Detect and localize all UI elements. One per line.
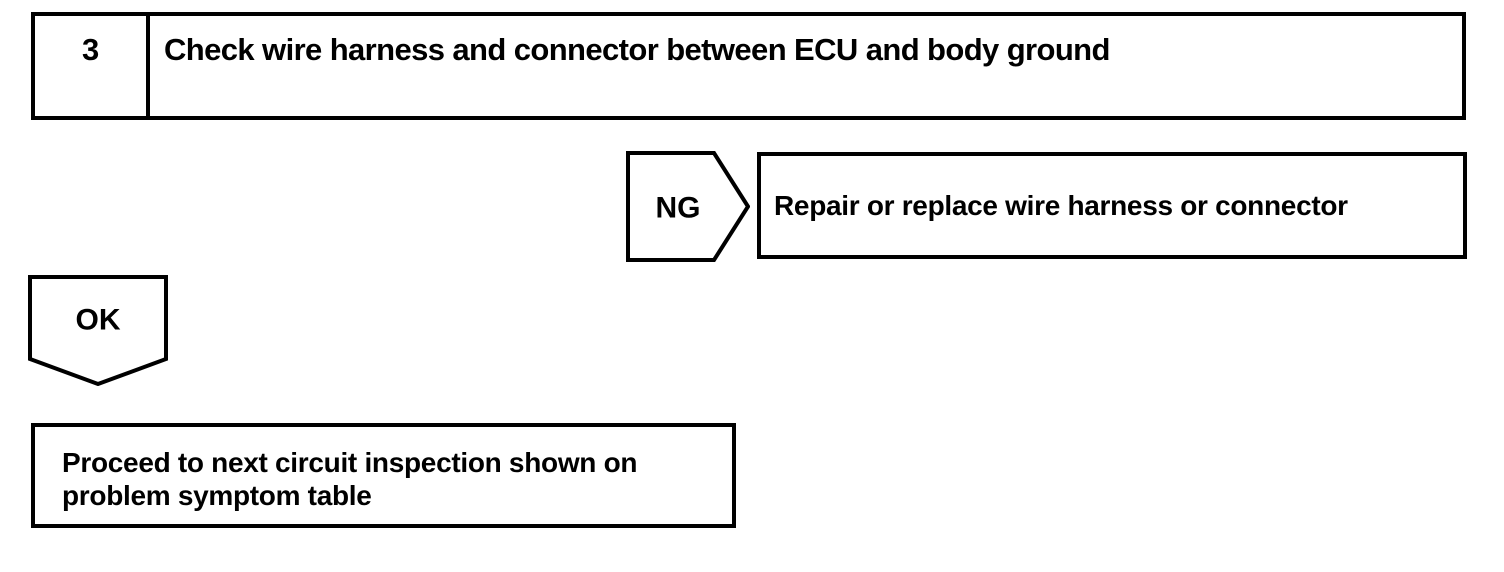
step-box: 3 Check wire harness and connector betwe… xyxy=(31,12,1466,120)
ok-action-box: Proceed to next circuit inspection shown… xyxy=(31,423,736,528)
step-number: 3 xyxy=(35,16,150,116)
ng-connector-shape: NG xyxy=(626,151,750,262)
ok-action-line-2: problem symptom table xyxy=(62,480,372,511)
ok-connector-shape: OK xyxy=(28,275,168,386)
ng-action-text: Repair or replace wire harness or connec… xyxy=(774,189,1348,221)
step-title: Check wire harness and connector between… xyxy=(164,32,1110,67)
ok-action-line-1: Proceed to next circuit inspection shown… xyxy=(62,447,638,478)
ok-label: OK xyxy=(76,304,121,337)
ng-pentagon xyxy=(626,151,750,262)
ng-action-box: Repair or replace wire harness or connec… xyxy=(757,152,1467,259)
ok-pentagon xyxy=(28,275,168,386)
ng-label: NG xyxy=(656,192,701,225)
